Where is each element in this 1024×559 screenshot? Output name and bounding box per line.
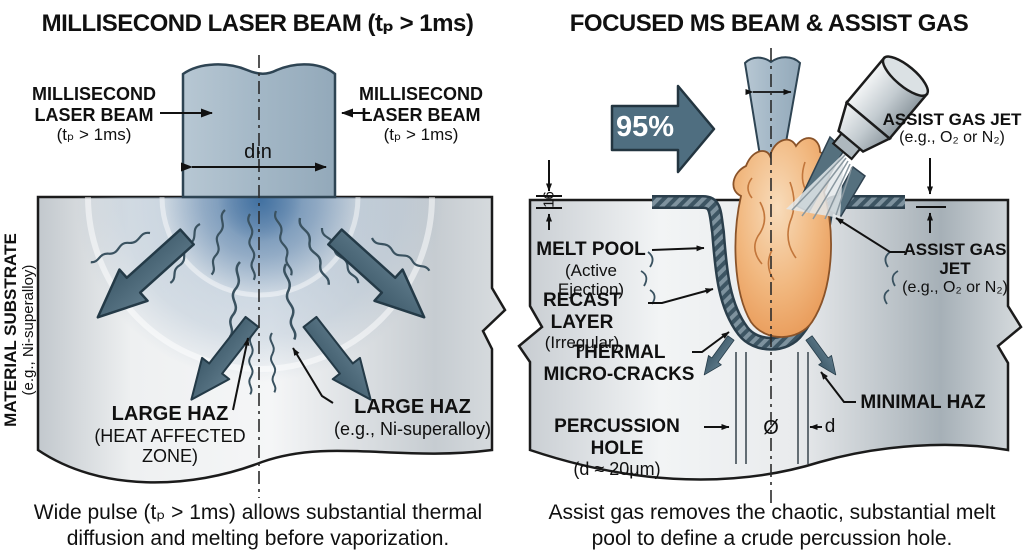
large-haz-left-line2: (HEAT AFFECTED ZONE) [94,425,246,467]
melt-pool-streaks [747,161,808,281]
thermal-micro-cracks-line1: THERMAL [572,342,666,363]
large-haz-right-label: LARGE HAZ (e.g., Ni-superalloy) [325,396,500,439]
assist-gas-jet-top-line2: (e.g., O₂ or N₂) [899,129,1005,147]
left-caption: Wide pulse (tₚ > 1ms) allows substantial… [33,501,483,550]
diameter-symbol: Ø [763,417,779,439]
recast-layer-line2: (Irregular) [544,333,620,353]
beam-label-right-line2: LASER BEAM [361,104,481,125]
haz-callout-left [232,337,250,411]
melt-pool-callout [651,245,705,252]
gas-jet-side-callout [835,217,905,253]
right-panel-graphic [517,48,1023,503]
d-dimension-label: d [824,416,836,437]
beam-label-left-line2: LASER BEAM [34,104,154,125]
beam-label-right-line3: (tₚ > 1ms) [383,125,459,145]
beam-width-label: dın [244,141,272,163]
material-substrate-line1: MATERIAL SUBSTRATE [1,233,20,427]
assist-gas-jet-side-line2: (e.g., O₂ or N₂) [902,278,1008,296]
haz-callout-right [292,347,334,404]
assist-gas-jet-top-label: ASSIST GAS JET (e.g., O₂ or N₂) [882,110,1022,148]
micro-crack-squiggles [640,251,899,305]
efficiency-arrow [610,84,716,174]
material-substrate-line2: (e.g., Ni-superalloy) [20,264,38,396]
assist-gas-jet-top-line1: ASSIST GAS JET [882,110,1022,129]
beam-label-right-line1: MILLISECOND [359,84,483,104]
minimal-haz-label: MINIMAL HAZ [860,392,986,413]
beam-label-right: MILLISECOND LASER BEAM (tₚ > 1ms) [352,84,490,144]
beam-label-left-line1: MILLISECOND [32,84,156,104]
thermal-micro-cracks-line2: MICRO-CRACKS [543,363,695,385]
recast-thickness-dimension [536,160,562,230]
large-haz-left-label: LARGE HAZ (HEAT AFFECTED ZONE) [70,403,270,467]
percussion-hole-line1: PERCUSSION HOLE [554,416,680,459]
large-haz-left-line1: LARGE HAZ [111,403,229,425]
percussion-hole-lines [735,352,809,464]
large-haz-right-line1: LARGE HAZ [354,396,471,418]
gas-spray-lines [791,154,853,220]
assist-gas-nozzle [831,55,930,161]
melt-pool-line1: MELT POOL [536,239,646,260]
recast-callout [648,288,714,304]
beam-label-left: MILLISECOND LASER BEAM (tₚ > 1ms) [25,84,163,144]
left-title: MILLISECOND LASER BEAM (tₚ > 1ms) [41,10,474,37]
percussion-hole-line2: (d ≈ 20μm) [573,459,661,480]
recast-thickness-value: 16 [540,191,558,208]
material-substrate-label: MATERIAL SUBSTRATE (e.g., Ni-superalloy) [1,195,43,465]
beam-label-left-line3: (tₚ > 1ms) [56,125,132,145]
thermal-micro-cracks-label: THERMAL MICRO-CRACKS [540,342,698,385]
melt-pool-line2: (Active Ejection) [557,260,625,300]
assist-gas-jet-side-label: ASSIST GAS JET (e.g., O₂ or N₂) [888,240,1022,297]
right-caption: Assist gas removes the chaotic, substant… [548,501,996,550]
cracks-callout [692,331,730,353]
left-panel-graphic [36,55,507,498]
melt-pool-label: MELT POOL (Active Ejection) [532,239,650,299]
large-haz-right-line2: (e.g., Ni-superalloy) [333,418,492,439]
recast-layer-label: RECAST LAYER (Irregular) [518,290,646,353]
minimal-haz-callout [820,371,856,403]
recast-layer-line1: RECAST LAYER [542,290,622,333]
right-title: FOCUSED MS BEAM & ASSIST GAS [569,10,969,37]
percussion-hole-label: PERCUSSION HOLE (d ≈ 20μm) [532,416,702,480]
surface-layer-dimension [916,158,946,233]
efficiency-value: 95% [616,111,675,143]
assist-gas-jet-side-line1: ASSIST GAS JET [903,240,1007,279]
